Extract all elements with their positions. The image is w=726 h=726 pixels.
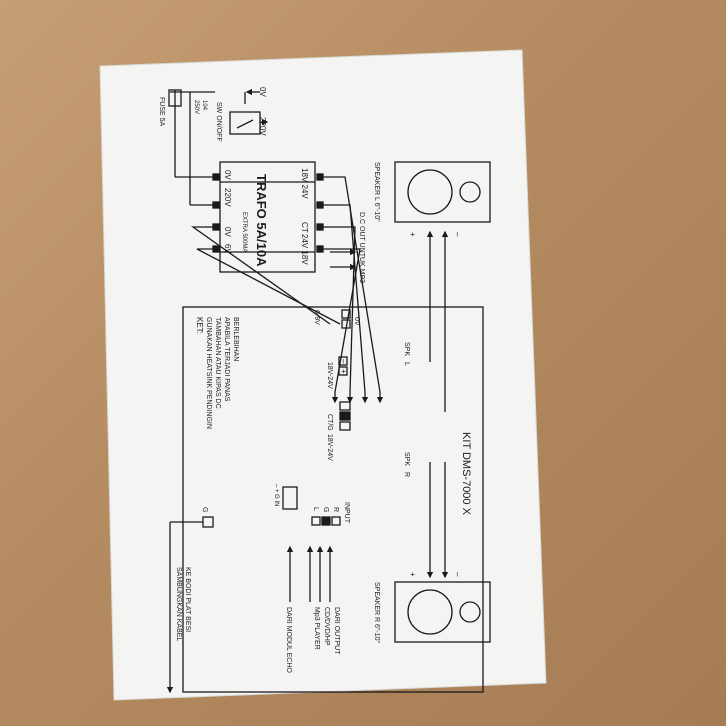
mains-cap-1: 104	[201, 100, 207, 111]
trafo-secondary-top: 18V 24V	[300, 168, 309, 199]
trafo-extra: EXTRA 500MA	[241, 212, 247, 252]
transformer	[219, 161, 316, 273]
trafo-secondary-bottom: 24V 18V	[300, 234, 309, 265]
note-line-1: GUNAKAN HEATSINK PENDINGIN	[205, 317, 212, 429]
supply-mid: CT/G	[326, 414, 333, 431]
mains-fuse: FUSE 5A	[158, 97, 165, 127]
speaker-l-label: SPEAKER L 6"-10"	[373, 162, 380, 222]
dc-out-label: D.C OUT UNTUK MP3	[358, 212, 365, 283]
echo-label: DARI MODUL ECHO	[285, 607, 292, 673]
speaker-l-minus: –	[453, 232, 462, 237]
speaker-r-plus: +	[408, 572, 417, 577]
mains-zero: 0V	[258, 87, 267, 97]
spk-r-text: SPK	[403, 452, 410, 466]
dc-plus: +	[339, 369, 348, 374]
note-line-4: BERLEBIHAN	[232, 317, 239, 361]
input-r: R	[332, 507, 339, 512]
spk-l-text: SPK	[403, 342, 410, 356]
trafo-name: TRAFO 5A/10A	[254, 174, 269, 267]
speaker-l	[394, 161, 491, 223]
source-line-1: DARI OUTPUT	[333, 607, 340, 655]
speaker-r-minus: –	[453, 572, 462, 577]
diagram-title: KIT DMS-7000 X	[460, 432, 472, 516]
trafo-secondary-mid: CT	[300, 222, 309, 233]
supply-top: 18V-24V	[326, 362, 333, 389]
trafo-primary-0v: 0V	[223, 170, 232, 180]
ground-note-1: SAMBUNGKAN KABEL	[175, 567, 182, 641]
spk-l-ch: L	[403, 362, 410, 366]
ground-note-2: KE BODI PLAT BESI	[184, 567, 191, 632]
input-title: INPUT	[343, 502, 350, 524]
dc-minus: –	[339, 359, 348, 364]
speaker-l-plus: +	[408, 232, 417, 237]
ground-pin: G	[201, 507, 208, 512]
amplifier-board	[182, 306, 484, 693]
note-head: KET:	[195, 317, 204, 334]
mains-switch: SW ON/OFF	[215, 102, 222, 142]
trafo-extra-0v: 0V	[223, 227, 232, 237]
spk-r-ch: R	[403, 472, 410, 477]
note-line-3: APABILA TERJADI PANAS	[223, 317, 230, 402]
supply-bottom: 18V-24V	[326, 434, 333, 461]
echo-pins: – + G IN	[273, 484, 279, 507]
mains-live: 220V	[258, 117, 267, 136]
input-g: G	[322, 507, 329, 512]
speaker-r-label: SPEAKER R 6"-10"	[373, 582, 380, 644]
source-line-3: Mp3 PLAYER	[313, 607, 320, 650]
taps-6v: 6-9V	[313, 310, 320, 325]
trafo-extra-6v: 6V	[223, 244, 232, 254]
input-l: L	[312, 507, 319, 511]
paper-sheet	[99, 49, 547, 701]
power-switch	[229, 111, 261, 135]
note-line-2: TAMBAHAN ATAU KIPAS DC	[214, 317, 221, 409]
mains-cap-2: 250V	[193, 100, 199, 114]
speaker-r	[394, 581, 491, 643]
trafo-primary-220v: 220V	[223, 188, 232, 207]
source-line-2: CD/DVD/HP	[323, 607, 330, 646]
taps-0v: 0V	[353, 317, 360, 326]
